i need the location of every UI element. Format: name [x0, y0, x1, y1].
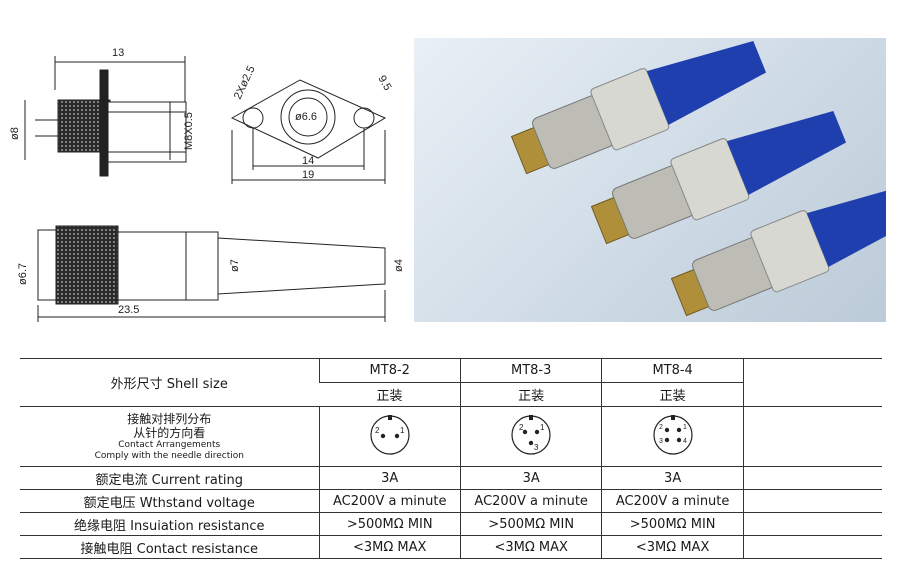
- dim-19: 19: [302, 169, 314, 181]
- pinout-4-icon: 2 1 3 4: [653, 414, 693, 455]
- blank-cell: [742, 466, 882, 490]
- pin-label-1: 1: [400, 426, 405, 435]
- blank-cell: [742, 535, 882, 559]
- plug-view-drawing: [37, 225, 386, 322]
- shell-mt8-2: 正装: [319, 382, 461, 407]
- contact-arrangement-label: 接触对排列分布 从针的方向看 Contact Arrangements Comp…: [20, 406, 319, 467]
- technical-drawings: 13 ø8 M8X0.5 2Xø2.5 ø6.6 9.5 14 19 ø6.7 …: [9, 47, 405, 322]
- pin-label-4: 4: [683, 438, 687, 445]
- connector-3: [670, 183, 886, 317]
- dim-95: 9.5: [375, 74, 393, 93]
- pinout-mt8-2: 2 1: [318, 406, 461, 467]
- dim-dia66: ø6.6: [295, 111, 317, 123]
- insulation-mt8-3: >500MΩ MIN: [459, 512, 602, 536]
- blank-cell: [742, 489, 882, 513]
- dim-dia7: ø7: [229, 259, 241, 272]
- voltage-mt8-4: AC200V a minute: [601, 489, 744, 513]
- pin-label-2: 2: [659, 424, 663, 431]
- blank-col: [742, 358, 882, 407]
- current-mt8-3: 3A: [459, 466, 602, 490]
- connector-2: [590, 111, 847, 245]
- insulation-mt8-2: >500MΩ MIN: [318, 512, 461, 536]
- pin-label-3: 3: [659, 438, 663, 445]
- dim-14: 14: [302, 155, 314, 167]
- dim-dia8: ø8: [9, 127, 21, 140]
- dim-thread: M8X0.5: [183, 112, 195, 150]
- pin-label-1: 1: [683, 424, 687, 431]
- contact-resistance-label: 接触电阻 Contact resistance: [20, 535, 319, 559]
- model-mt8-2: MT8-2: [318, 358, 461, 383]
- product-photo: [414, 38, 886, 322]
- side-view-drawing: [24, 56, 187, 177]
- shell-size-label: 外形尺寸 Shell size: [20, 358, 319, 407]
- resistance-mt8-4: <3MΩ MAX: [601, 535, 744, 559]
- resistance-mt8-2: <3MΩ MAX: [318, 535, 461, 559]
- dim-13: 13: [112, 47, 124, 59]
- insulation-mt8-4: >500MΩ MIN: [601, 512, 744, 536]
- dim-dia67: ø6.7: [17, 263, 29, 285]
- contact-label-en-1: Contact Arrangements: [118, 439, 221, 450]
- shell-mt8-4: 正装: [601, 382, 744, 407]
- pin-label-2: 2: [375, 426, 380, 435]
- connector-1: [510, 41, 767, 175]
- pinout-3-icon: 2 1 3: [511, 414, 551, 455]
- current-rating-label: 额定电流 Current rating: [20, 466, 319, 490]
- pin-label-2: 2: [519, 423, 524, 432]
- spec-table: 外形尺寸 Shell size MT8-2 MT8-3 MT8-4 正装 正装 …: [20, 358, 882, 559]
- dim-dia4: ø4: [393, 259, 405, 272]
- model-mt8-4: MT8-4: [601, 358, 744, 383]
- voltage-mt8-2: AC200V a minute: [318, 489, 461, 513]
- pinout-mt8-4: 2 1 3 4: [601, 406, 744, 467]
- insulation-label: 绝缘电阻 Insuiation resistance: [20, 512, 319, 536]
- shell-mt8-3: 正装: [459, 382, 602, 407]
- pinout-mt8-3: 2 1 3: [459, 406, 602, 467]
- contact-label-cn-1: 接触对排列分布: [127, 411, 212, 426]
- current-mt8-4: 3A: [601, 466, 744, 490]
- blank-cell: [742, 512, 882, 536]
- pin-label-1: 1: [540, 423, 545, 432]
- current-mt8-2: 3A: [318, 466, 461, 490]
- flange-view-drawing: [230, 79, 387, 184]
- pinout-2-icon: 2 1: [370, 414, 410, 455]
- dim-holes: 2Xø2.5: [232, 64, 258, 101]
- pin-label-3: 3: [534, 443, 539, 452]
- contact-label-cn-2: 从针的方向看: [133, 425, 206, 440]
- dim-235: 23.5: [118, 304, 139, 316]
- voltage-label: 额定电压 Wthstand voltage: [20, 489, 319, 513]
- resistance-mt8-3: <3MΩ MAX: [459, 535, 602, 559]
- voltage-mt8-3: AC200V a minute: [459, 489, 602, 513]
- contact-label-en-2: Comply with the needle direction: [94, 450, 244, 461]
- blank-cell: [742, 406, 882, 467]
- model-mt8-3: MT8-3: [459, 358, 602, 383]
